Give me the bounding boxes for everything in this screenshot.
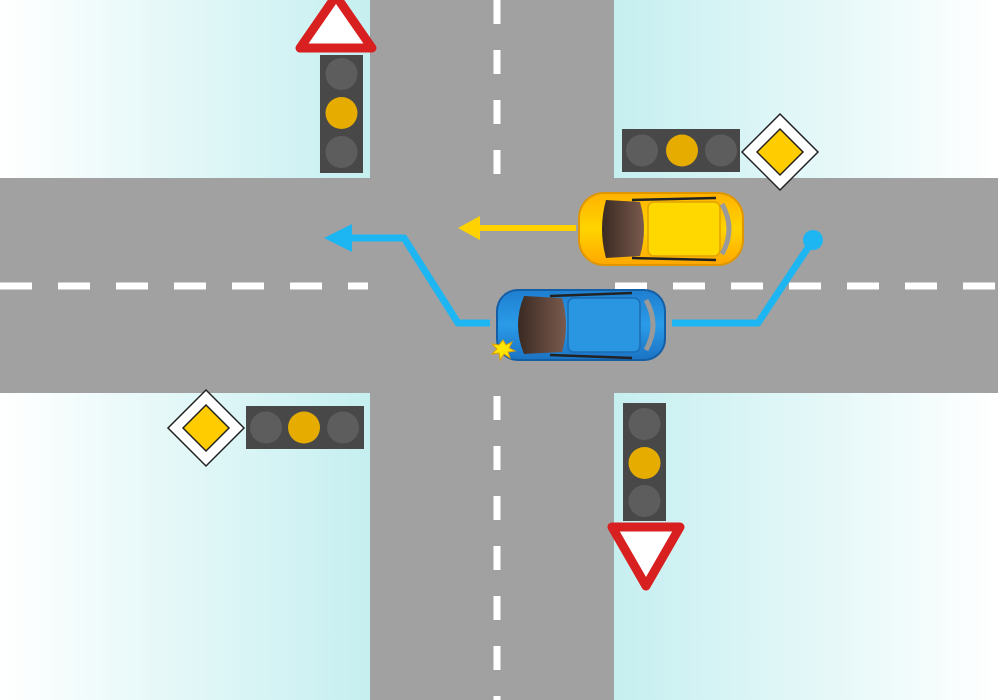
yield-sign-north-west [295, 0, 377, 53]
grass-south-east [614, 393, 998, 700]
yield-sign-south-east [607, 522, 685, 591]
yellow-car-path-arrow [458, 216, 576, 240]
blue-car-path-arrow [346, 234, 816, 327]
blue-car [496, 289, 666, 361]
priority-road-sign-north-east [740, 112, 820, 192]
path-start-dot [803, 230, 823, 250]
traffic-light-south-east [623, 403, 666, 521]
traffic-light-north-west [320, 55, 363, 173]
collision-marker-icon [490, 339, 517, 362]
traffic-light-north-east [622, 129, 740, 172]
traffic-light-south-west [246, 406, 364, 449]
road-horizontal [0, 178, 998, 393]
path-arrowhead [324, 224, 352, 252]
priority-road-sign-south-west [166, 388, 246, 468]
yellow-car [578, 192, 744, 266]
